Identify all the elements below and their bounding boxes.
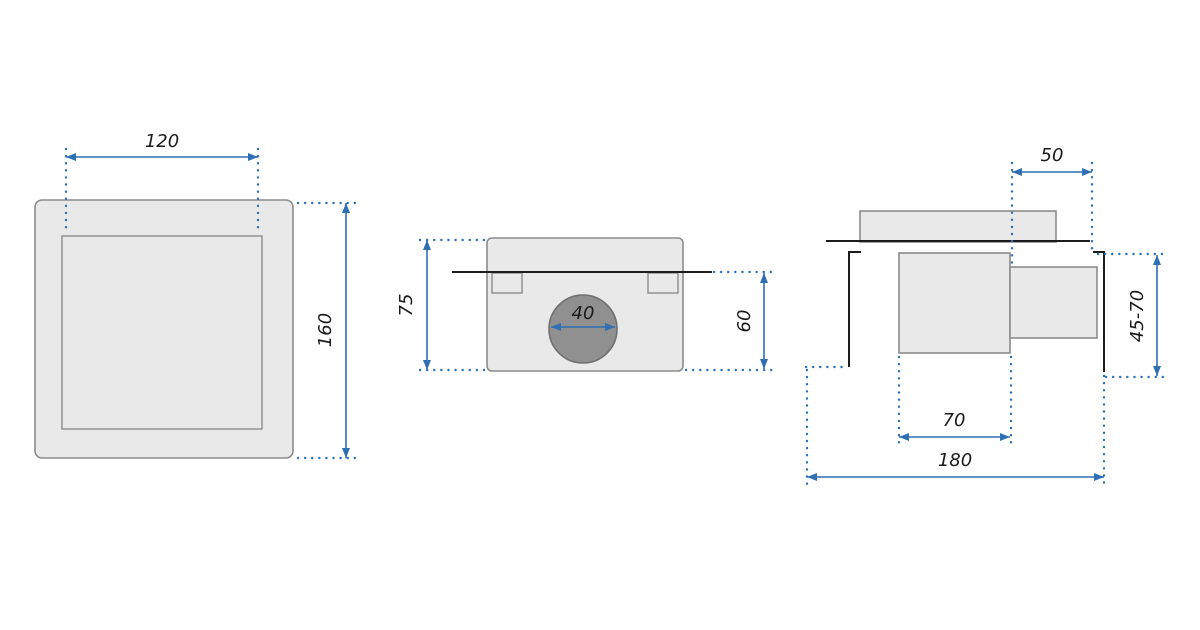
dimension-label-top-width: 120 bbox=[145, 131, 179, 152]
dimension-label-body-width: 70 bbox=[943, 410, 966, 431]
top-view-inner-square bbox=[61, 235, 263, 430]
side-view-right-floor-profile bbox=[1093, 251, 1105, 372]
side-view-flange bbox=[859, 210, 1057, 243]
side-view: 50 45-70 70 180 bbox=[804, 145, 1168, 488]
side-view-left-floor-profile bbox=[848, 251, 861, 367]
dimension-label-top-height: 160 bbox=[315, 313, 336, 347]
front-view: 40 75 60 bbox=[396, 237, 774, 372]
top-view: 120 160 bbox=[34, 131, 362, 460]
dimension-label-front-height: 75 bbox=[396, 294, 417, 317]
dimension-label-total-width: 180 bbox=[938, 450, 972, 471]
dimension-label-outlet-length: 50 bbox=[1041, 145, 1064, 166]
dimension-label-pipe-diameter: 40 bbox=[572, 303, 595, 324]
side-view-body bbox=[898, 252, 1011, 354]
dimension-label-adjust-range: 45-70 bbox=[1127, 290, 1148, 342]
side-view-outlet bbox=[1009, 266, 1098, 339]
top-view-outer-square bbox=[34, 199, 294, 459]
dimension-label-front-depth: 60 bbox=[734, 310, 755, 333]
